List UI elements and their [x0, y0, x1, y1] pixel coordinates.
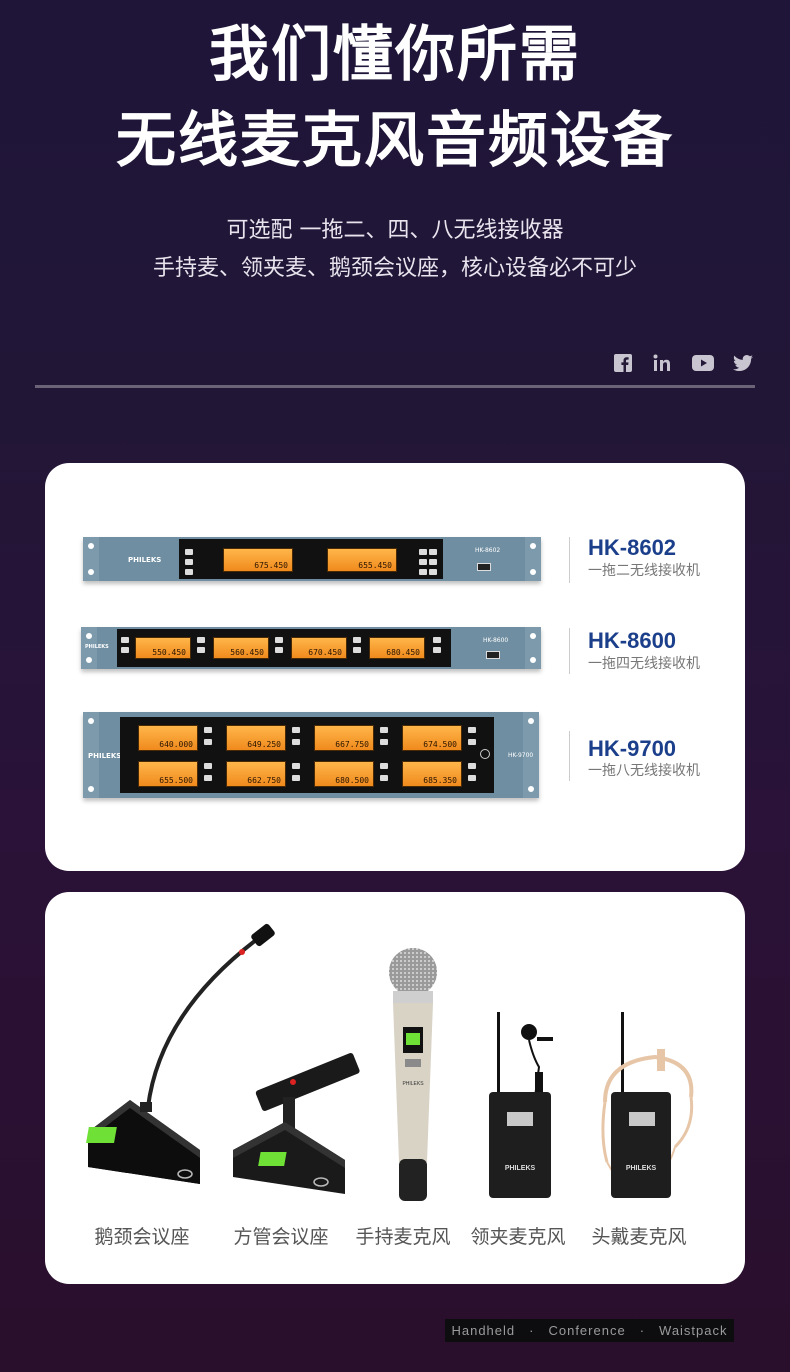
product-caption-gooseneck: 鹅颈会议座 [94, 1226, 190, 1248]
product-tags-bar: Handheld · Conference · Waistpack [445, 1319, 734, 1342]
lcd-readout: 655.500 [159, 776, 193, 785]
rack-brand: PHILEKS [88, 752, 122, 760]
lcd-readout: 655.450 [358, 561, 392, 570]
hero-subtitle-line-2: 手持麦、领夹麦、鹅颈会议座，核心设备必不可少 [152, 256, 637, 281]
tag-separator: · [529, 1323, 535, 1338]
rack-model: HK-9700 [508, 752, 534, 759]
receiver-desc: 一拖二无线接收机 [588, 563, 700, 579]
lcd-readout: 560.450 [230, 648, 264, 657]
twitter-icon[interactable] [732, 352, 754, 374]
lcd-readout: 675.450 [254, 561, 288, 570]
lcd-readout: 667.750 [335, 740, 369, 749]
hero-title-line-1: 我们懂你所需 [209, 20, 581, 90]
handheld-mic-image: PHILEKS [389, 948, 437, 1201]
tag-waistpack: Waistpack [659, 1323, 728, 1338]
linkedin-icon[interactable] [652, 352, 674, 374]
hero-title-line-2: 无线麦克风音频设备 [116, 106, 674, 176]
divider [35, 385, 755, 388]
youtube-icon[interactable] [692, 352, 714, 374]
headset-brand: PHILEKS [626, 1165, 657, 1172]
receivers-card: PHILEKS 675.450 655.450 HK-8602 HK-8602 … [45, 463, 745, 871]
receiver-model: HK-8600 [588, 628, 677, 653]
receiver-desc: 一拖四无线接收机 [588, 656, 700, 672]
hero-subtitle-line-1: 可选配 一拖二、四、八无线接收器 [226, 218, 564, 243]
lcd-readout: 685.350 [423, 776, 457, 785]
facebook-icon[interactable] [612, 352, 634, 374]
receiver-hk-8600-image: 550.450 560.450 670.450 680.450 PHILEKS … [81, 627, 541, 669]
receiver-hk-9700-image: PHILEKS 640.000 649.250 667.750 674.500 … [83, 712, 539, 798]
receiver-model: HK-8602 [588, 535, 677, 560]
rack-brand: PHILEKS [128, 556, 162, 564]
tag-separator: · [639, 1323, 646, 1338]
lavalier-mic-image: PHILEKS [489, 1012, 553, 1198]
lcd-readout: 550.450 [152, 648, 186, 657]
rack-model: HK-8602 [475, 547, 501, 554]
lavalier-brand: PHILEKS [505, 1165, 536, 1172]
product-caption-square-tube: 方管会议座 [233, 1226, 329, 1248]
lcd-readout: 649.250 [247, 740, 281, 749]
receiver-model: HK-9700 [588, 736, 677, 761]
product-caption-headset: 头戴麦克风 [591, 1226, 687, 1248]
lcd-readout: 670.450 [308, 648, 342, 657]
square-tube-conference-mic-image [233, 1053, 360, 1194]
lcd-readout: 640.000 [159, 740, 193, 749]
rack-brand: PHILEKS [85, 644, 109, 650]
lcd-readout: 680.450 [386, 648, 420, 657]
product-caption-lavalier: 领夹麦克风 [470, 1226, 566, 1248]
receiver-desc: 一拖八无线接收机 [588, 763, 700, 779]
rack-model: HK-8600 [483, 637, 509, 644]
tag-handheld: Handheld [451, 1323, 516, 1338]
tag-conference: Conference [548, 1323, 626, 1338]
headset-mic-image: PHILEKS [601, 1012, 694, 1198]
social-links [612, 352, 754, 374]
lcd-readout: 680.500 [335, 776, 369, 785]
lcd-readout: 674.500 [423, 740, 457, 749]
microphones-card: PHILEKS PHILEKS PHILEKS 鹅颈会议座 方管会议座 手持麦克… [45, 892, 745, 1284]
lcd-readout: 662.750 [247, 776, 281, 785]
receiver-hk-8602-image: PHILEKS 675.450 655.450 HK-8602 [83, 537, 541, 581]
gooseneck-conference-mic-image [86, 923, 275, 1184]
handheld-brand: PHILEKS [402, 1081, 424, 1087]
product-caption-handheld: 手持麦克风 [355, 1226, 451, 1248]
